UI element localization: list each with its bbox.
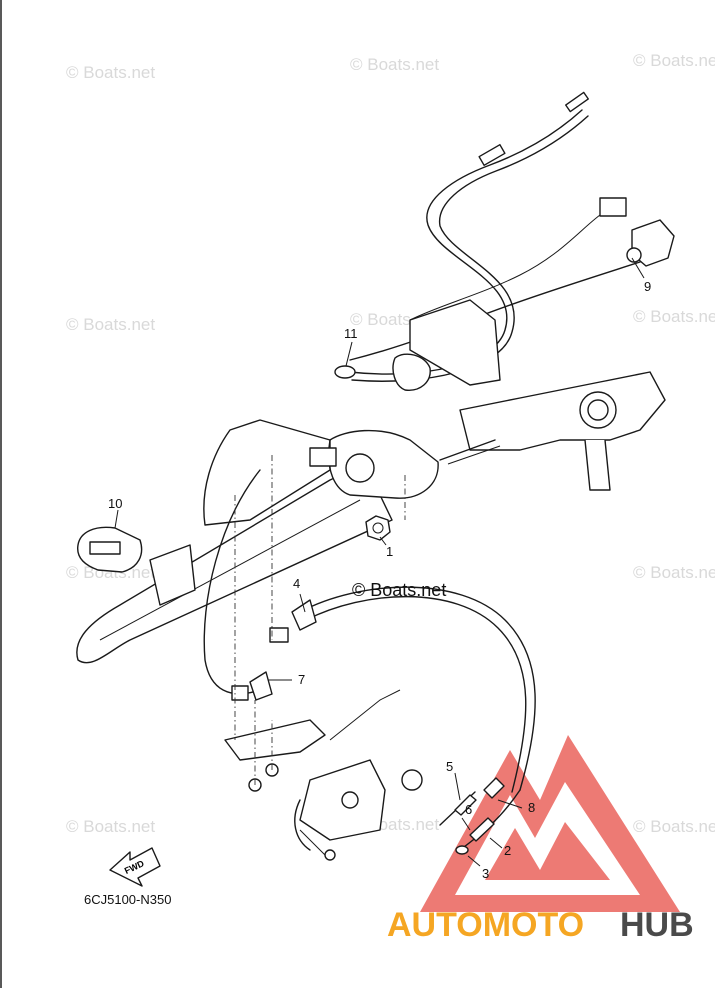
callout-1: 1 bbox=[386, 544, 393, 559]
nut bbox=[365, 515, 391, 541]
leader-lines bbox=[114, 257, 645, 867]
automotohub-logo-mark bbox=[420, 735, 680, 912]
callout-3: 3 bbox=[482, 866, 489, 881]
wire-harness bbox=[349, 197, 675, 361]
callout-10: 10 bbox=[108, 496, 122, 511]
callouts: 1 2 3 4 5 6 7 8 9 10 11 bbox=[108, 279, 651, 881]
shift-mechanism bbox=[294, 689, 423, 861]
watermark: © Boats.net bbox=[66, 817, 155, 836]
drawing-code: 6CJ5100-N350 bbox=[84, 892, 171, 907]
tiller-bracket bbox=[409, 299, 666, 491]
callout-9: 9 bbox=[644, 279, 651, 294]
grommet bbox=[334, 353, 431, 391]
callout-5: 5 bbox=[446, 759, 453, 774]
watermark: © Boats.net bbox=[66, 63, 155, 82]
cable-clamp bbox=[291, 599, 317, 631]
watermark: © Boats.net bbox=[633, 563, 715, 582]
callout-8: 8 bbox=[528, 800, 535, 815]
logo-part1: AUTOMOTO bbox=[387, 906, 584, 944]
logo-part2: HUB bbox=[620, 906, 694, 944]
callout-7: 7 bbox=[298, 672, 305, 687]
watermark: © Boats.net bbox=[633, 51, 715, 70]
tiller-connector bbox=[309, 447, 337, 467]
brand-label: © Boats.net bbox=[352, 580, 446, 600]
clamp-bracket bbox=[269, 627, 289, 643]
stop-switch bbox=[77, 526, 143, 573]
mounting-plate bbox=[224, 700, 326, 792]
callout-11: 11 bbox=[344, 326, 358, 341]
watermark: © Boats.net bbox=[66, 315, 155, 334]
callout-2: 2 bbox=[504, 843, 511, 858]
watermark: © Boats.net bbox=[350, 55, 439, 74]
tiller-handle bbox=[76, 419, 439, 664]
clamp-bracket bbox=[231, 685, 249, 701]
cable-clamp bbox=[249, 671, 273, 701]
watermark: © Boats.net bbox=[633, 817, 715, 836]
forward-arrow: FWD bbox=[109, 847, 161, 887]
automotohub-wordmark: AUTOMOTO HUB bbox=[387, 906, 694, 944]
callout-6: 6 bbox=[465, 802, 472, 817]
shift-rod-parts bbox=[439, 777, 505, 855]
watermark: © Boats.net bbox=[633, 307, 715, 326]
harness-connector bbox=[599, 197, 627, 217]
callout-4: 4 bbox=[293, 576, 300, 591]
